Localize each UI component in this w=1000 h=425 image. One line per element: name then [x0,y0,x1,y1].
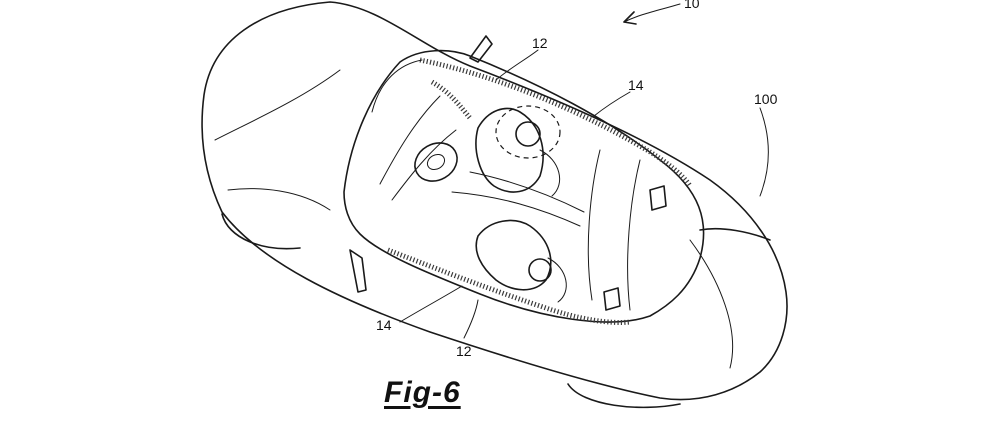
leader-14-lower [399,285,463,323]
car-body-outline [201,1,788,401]
rear-deck-line-1 [587,149,601,301]
ref-12-upper: 12 [532,35,548,51]
passenger-seat [547,257,567,303]
passenger-head [528,258,552,282]
ref-12-lower: 12 [456,343,472,359]
rear-deck-line-2 [627,159,641,311]
leader-12-lower [463,299,479,339]
dashboard [379,95,441,185]
cabin-opening [343,49,705,323]
side-mirror-lower [349,249,367,293]
steering-wheel-hub [426,153,446,171]
trim-strip-upper [419,57,693,188]
hood-line-2 [227,188,331,211]
hood-line [214,69,341,141]
leader-12-upper [495,49,539,81]
windshield-frame [371,59,423,113]
leader-10-arrow [623,11,637,25]
side-mirror-upper [469,35,493,63]
driver-head [515,121,541,147]
trim-strip-lower [387,247,631,325]
trim-strip-inner [430,79,472,120]
ref-14-lower: 14 [376,317,392,333]
trunk-line [689,239,734,369]
driver-body [475,107,544,193]
leader-14-upper [593,91,631,117]
dashboard-2 [391,129,457,201]
ref-14-upper: 14 [628,77,644,93]
front-left-wheel [221,213,301,250]
rear-right-wheel [699,227,771,241]
rear-left-wheel [567,383,681,409]
passenger-body [475,219,552,291]
ref-10: 10 [684,0,700,11]
leader-10 [623,3,681,23]
center-console [451,191,581,227]
figure-caption: Fig-6 [384,376,461,409]
steering-wheel [414,142,458,182]
roll-hoop-lower [603,287,621,311]
leader-100 [759,107,769,197]
ref-100: 100 [754,91,778,107]
driver-seat [539,149,561,197]
driver-head-zone [495,105,561,159]
roll-hoop-upper [649,185,667,211]
